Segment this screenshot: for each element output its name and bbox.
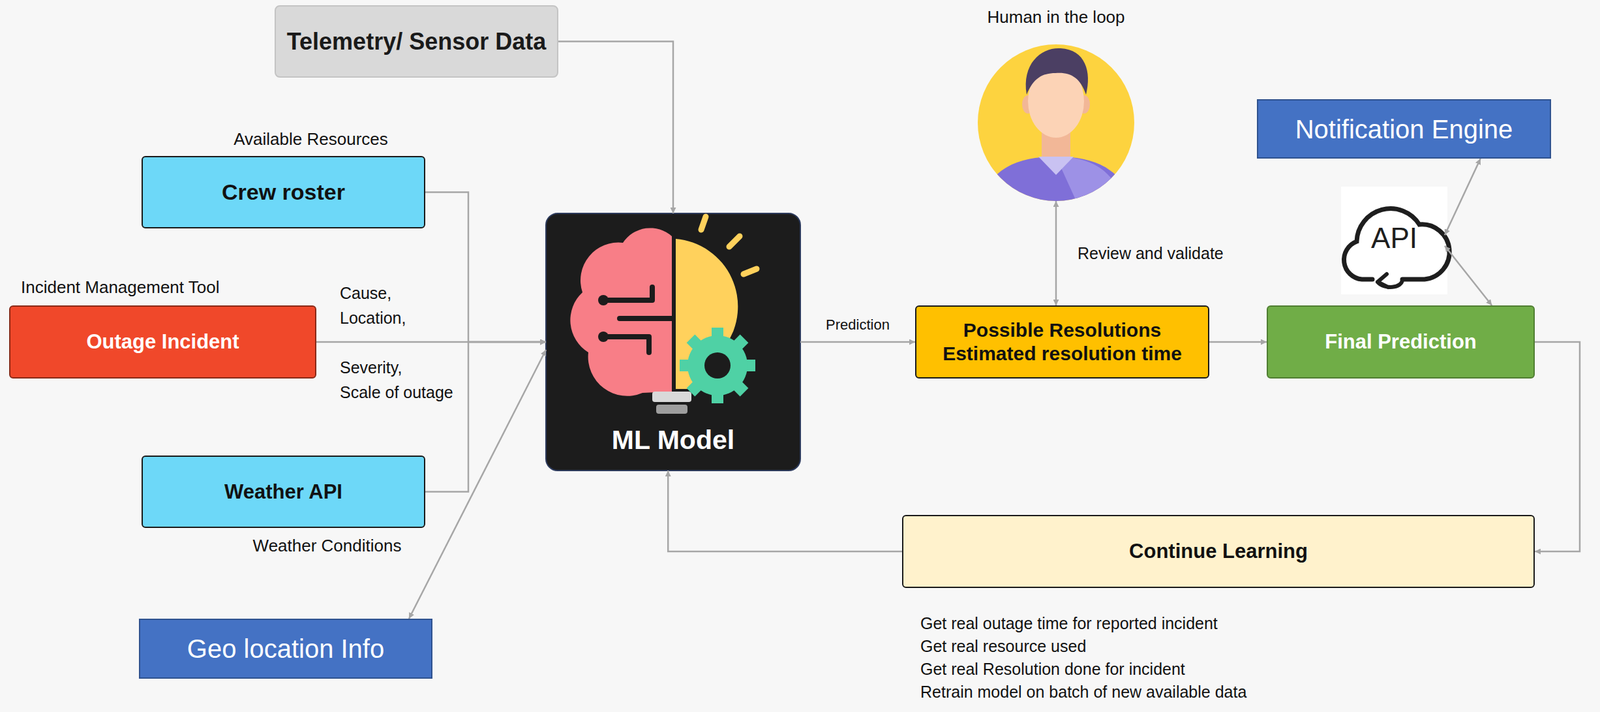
node-label: Final Prediction [1324, 329, 1477, 354]
note-line: Get real resource used [918, 635, 1088, 656]
collar [1038, 156, 1074, 175]
node-label: Crew roster [221, 178, 346, 206]
sensor-data-box: Telemetry/ Sensor Data [274, 5, 559, 78]
resolution-box: Possible Resolutions Estimated resolutio… [915, 305, 1210, 379]
ml-box-ground [545, 213, 801, 471]
circuit-dot [598, 294, 609, 306]
edge-note: Severity, [337, 357, 404, 378]
node-label: Outage Incident [86, 329, 239, 354]
note-line: Retrain model on batch of new available … [918, 681, 1249, 702]
edge-note: Scale of outage [337, 382, 456, 402]
connector [800, 341, 916, 344]
note-line: Get real Resolution done for incident [918, 658, 1188, 679]
final-prediction-box: Final Prediction [1266, 305, 1535, 379]
connector [667, 470, 903, 552]
api-cloud: API [1341, 186, 1448, 295]
shirt-shade [1056, 156, 1137, 216]
connector [1444, 158, 1481, 235]
node-heading: Incident Management Tool [20, 277, 220, 298]
cloud-outline [1343, 208, 1450, 280]
node-heading: Weather Conditions [253, 535, 402, 556]
brain-half [570, 227, 672, 396]
api-cloud-icon [1341, 186, 1450, 295]
node-label: Weather API [224, 479, 343, 504]
connector [1055, 200, 1058, 306]
human-circle: Human in the loop [977, 44, 1135, 201]
node-heading: Human in the loop [986, 7, 1125, 28]
node-label: Possible Resolutions Estimated resolutio… [925, 318, 1199, 366]
node-label: Continue Learning [1129, 538, 1308, 563]
edge-label: Prediction [823, 316, 892, 334]
edge-note: Cause, [337, 283, 394, 303]
gear [679, 327, 756, 404]
continue-learning-box: Continue Learning [902, 514, 1535, 588]
node-heading: Available Resources [233, 129, 389, 150]
node-label: ML Model [611, 423, 735, 456]
brain-bulb-icon [570, 216, 757, 414]
bulb-rays [701, 216, 757, 274]
connector [1534, 341, 1580, 552]
circuit-dot [598, 331, 609, 342]
node-label: Telemetry/ Sensor Data [286, 27, 547, 56]
connector [1209, 341, 1267, 344]
node-label: Notification Engine [1295, 113, 1514, 145]
node-label: API [1371, 221, 1418, 256]
ml-model-box: ML Model [545, 213, 801, 471]
bulb-base [656, 404, 688, 414]
edge-label: Review and validate [1075, 243, 1226, 263]
notification-engine-box: Notification Engine [1256, 99, 1552, 159]
edge-note: Location, [337, 307, 408, 328]
bulb-base [652, 391, 692, 402]
cloud-arrow [1377, 273, 1403, 287]
crew-roster-box: Available ResourcesCrew roster [141, 155, 426, 229]
outage-incident-box: Incident Management ToolOutage Incident [9, 305, 317, 379]
circuit-lines [606, 286, 672, 353]
node-label: Geo location Info [187, 632, 385, 665]
connector [558, 41, 674, 214]
geo-location-box: Geo location Info [138, 618, 433, 679]
weather-api-box: Weather APIWeather Conditions [141, 455, 426, 528]
connector [1444, 245, 1492, 306]
human-avatar [975, 44, 1137, 216]
connector [425, 192, 546, 343]
note-line: Get real outage time for reported incide… [918, 613, 1220, 633]
hair [1026, 48, 1088, 95]
